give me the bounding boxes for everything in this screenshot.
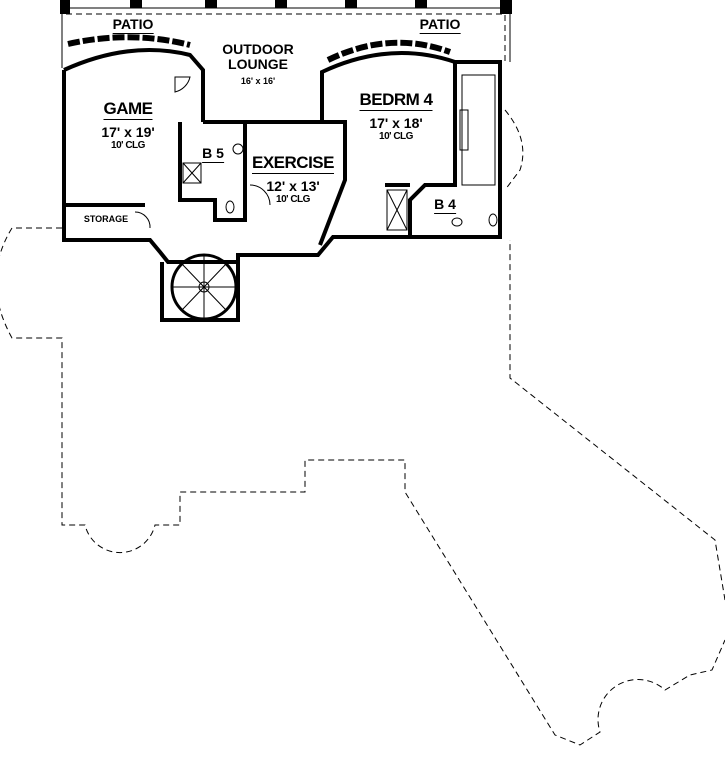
bedroom4-ceiling: 10' CLG (379, 131, 413, 142)
bath5-label: B 5 (202, 145, 224, 163)
bath4-label: B 4 (434, 196, 456, 214)
lower-floor-outline (0, 109, 725, 746)
spiral-stair (170, 253, 238, 321)
outdoor-lounge-label-1: OUTDOOR (222, 41, 294, 57)
outdoor-lounge-label-2: LOUNGE (228, 56, 288, 72)
exercise-label: EXERCISE (252, 153, 334, 174)
exercise-size: 12' x 13' (266, 178, 320, 194)
fixtures (67, 34, 498, 231)
exercise-ceiling: 10' CLG (276, 194, 310, 205)
bedroom4-label: BEDRM 4 (359, 90, 433, 111)
game-room-label: GAME (103, 99, 153, 120)
game-room-size: 17' x 19' (101, 124, 155, 140)
storage-label: STORAGE (83, 214, 129, 224)
patio-right-label: PATIO (419, 16, 461, 34)
walls (62, 48, 502, 322)
bedroom4-size: 17' x 18' (369, 115, 423, 131)
patio-columns (60, 0, 512, 14)
outdoor-lounge-size: 16' x 16' (240, 76, 276, 86)
game-room-ceiling: 10' CLG (111, 140, 145, 151)
patio-left-label: PATIO (112, 16, 154, 34)
